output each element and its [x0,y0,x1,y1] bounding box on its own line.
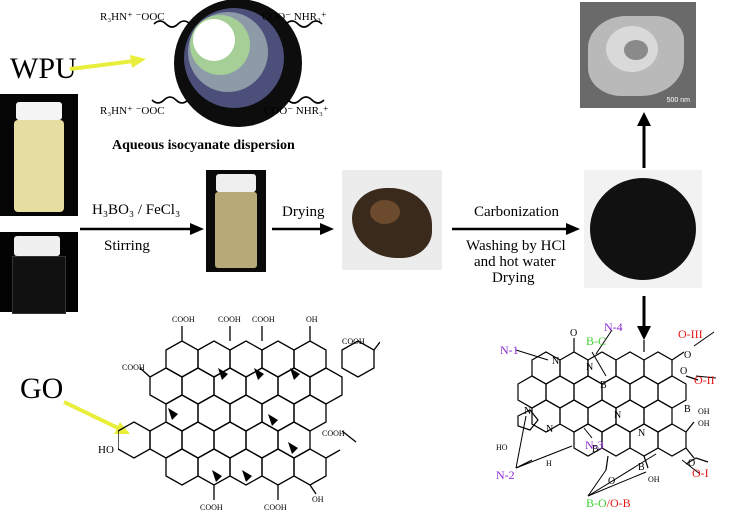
vial-liquid-dark [12,256,66,314]
go-label: GO [20,372,64,405]
wpu-particle-diagram [151,0,325,127]
dispersion-caption: Aqueous isocyanate dispersion [112,138,295,153]
hot-water-label: and hot water [474,254,556,270]
chain-bl [151,96,189,104]
go-functional-groups: COOH COOH COOH OH COOH COOH COOH COOH CO… [122,315,365,512]
cooh-group: COOH [342,337,365,346]
chain-br [287,96,325,104]
photo-carbonized-powder [584,170,702,288]
atom-oh: OH [698,407,710,416]
atom-b: B [638,462,645,473]
label-n2: N-2 [496,468,515,482]
label-bo-ob: B-O/O-B [586,496,631,511]
atom-oh: OH [648,475,660,484]
label-n3: N-3 [585,438,604,452]
cooh-group: COOH [200,503,223,512]
chain-tr [285,20,323,28]
vial-cap [16,102,62,120]
arrow-to-structure [637,296,651,340]
go-ring-lattice [118,326,380,500]
arrow-drying [272,223,334,235]
doped-carbon-structure: N N N N N B B N B B O O O O O OH OH OH H… [496,328,717,497]
label-oii: O-II [694,373,715,387]
atom-b: B [600,380,607,391]
atom-o: O [608,476,615,487]
atom-b: B [592,444,599,455]
wpu-label: WPU [10,52,77,85]
oh-group: OH [312,495,324,504]
atom-n: N [524,406,531,417]
label-bc: B-C [586,334,607,348]
label-n1: N-1 [500,343,519,357]
oh-group: OH [306,315,318,324]
atom-n: N [586,362,593,373]
carbon-pile [590,178,696,280]
particle-core [193,19,235,61]
photo-dried-powder [342,170,442,270]
washing-label: Washing by HCl [466,238,566,254]
label-n4: N-4 [604,320,623,334]
cooh-group: COOH [218,315,241,324]
stirring-label: Stirring [104,238,150,254]
atom-n: N [638,428,645,439]
doped-atoms: N N N N N B B N B B O O O O O [524,328,695,487]
go-molecular-structure: COOH COOH COOH OH COOH COOH COOH COOH CO… [118,315,380,512]
atom-ho: HO [496,443,508,452]
sem-image: 500 nm [580,2,696,108]
atom-o: O [680,366,687,377]
atom-o: O [688,458,695,469]
label-oi: O-I [692,466,709,480]
epoxide-groups [168,368,300,482]
leader-lines [515,329,717,497]
carbonization-label: Carbonization [474,204,559,220]
ammonium-label-top: R₃HN⁺ ⁻OOC [100,11,165,23]
atom-b: B [684,404,691,415]
atom-n: N [614,410,621,421]
vial-cap [216,174,256,192]
chain-tl [153,20,191,28]
drying2-label: Drying [492,270,535,286]
cooh-group: COOH [252,315,275,324]
cooh-group: COOH [322,429,345,438]
powder-pile [352,188,432,258]
label-ob: /O-B [606,496,631,510]
cooh-group: COOH [264,503,287,512]
atom-o: O [570,328,577,339]
cooh-group: COOH [172,315,195,324]
carboxylate-label-bottom: COO⁻ NHR₃⁺ [264,105,329,117]
label-oiii: O-III [678,327,703,341]
ammonium-label-bottom: R₃HN⁺ ⁻OOC [100,105,165,117]
atom-h: H [546,459,552,468]
vial-photo-wpu [0,94,78,216]
atom-o: O [684,350,691,361]
arrow-to-sem [637,112,651,168]
atom-n: N [552,356,559,367]
atom-n: N [546,424,553,435]
vial-liquid-yellow [14,120,64,212]
doped-ring-lattice [517,338,709,471]
vial-liquid-brown [215,192,257,268]
carboxylate-label-top: COO⁻ NHR₃⁺ [262,11,327,23]
arrow-mixing [80,223,204,235]
wpu-arrow [69,55,146,71]
cooh-group: COOH [122,363,145,372]
arrow-carbonization [452,223,580,235]
atom-oh: OH [698,419,710,428]
vial-photo-mixture [206,170,266,272]
vial-photo-go [0,232,78,314]
doped-hydroxyls: OH OH OH HO H [496,407,710,484]
go-ho-group: HO [98,444,114,456]
drying-label: Drying [282,204,325,220]
sem-scale-bar: 500 nm [666,97,690,104]
label-bo: B-O [586,496,607,510]
vial-cap [14,236,60,256]
reagent-label: H₃BO₃ / FeCl₃ [92,202,181,218]
